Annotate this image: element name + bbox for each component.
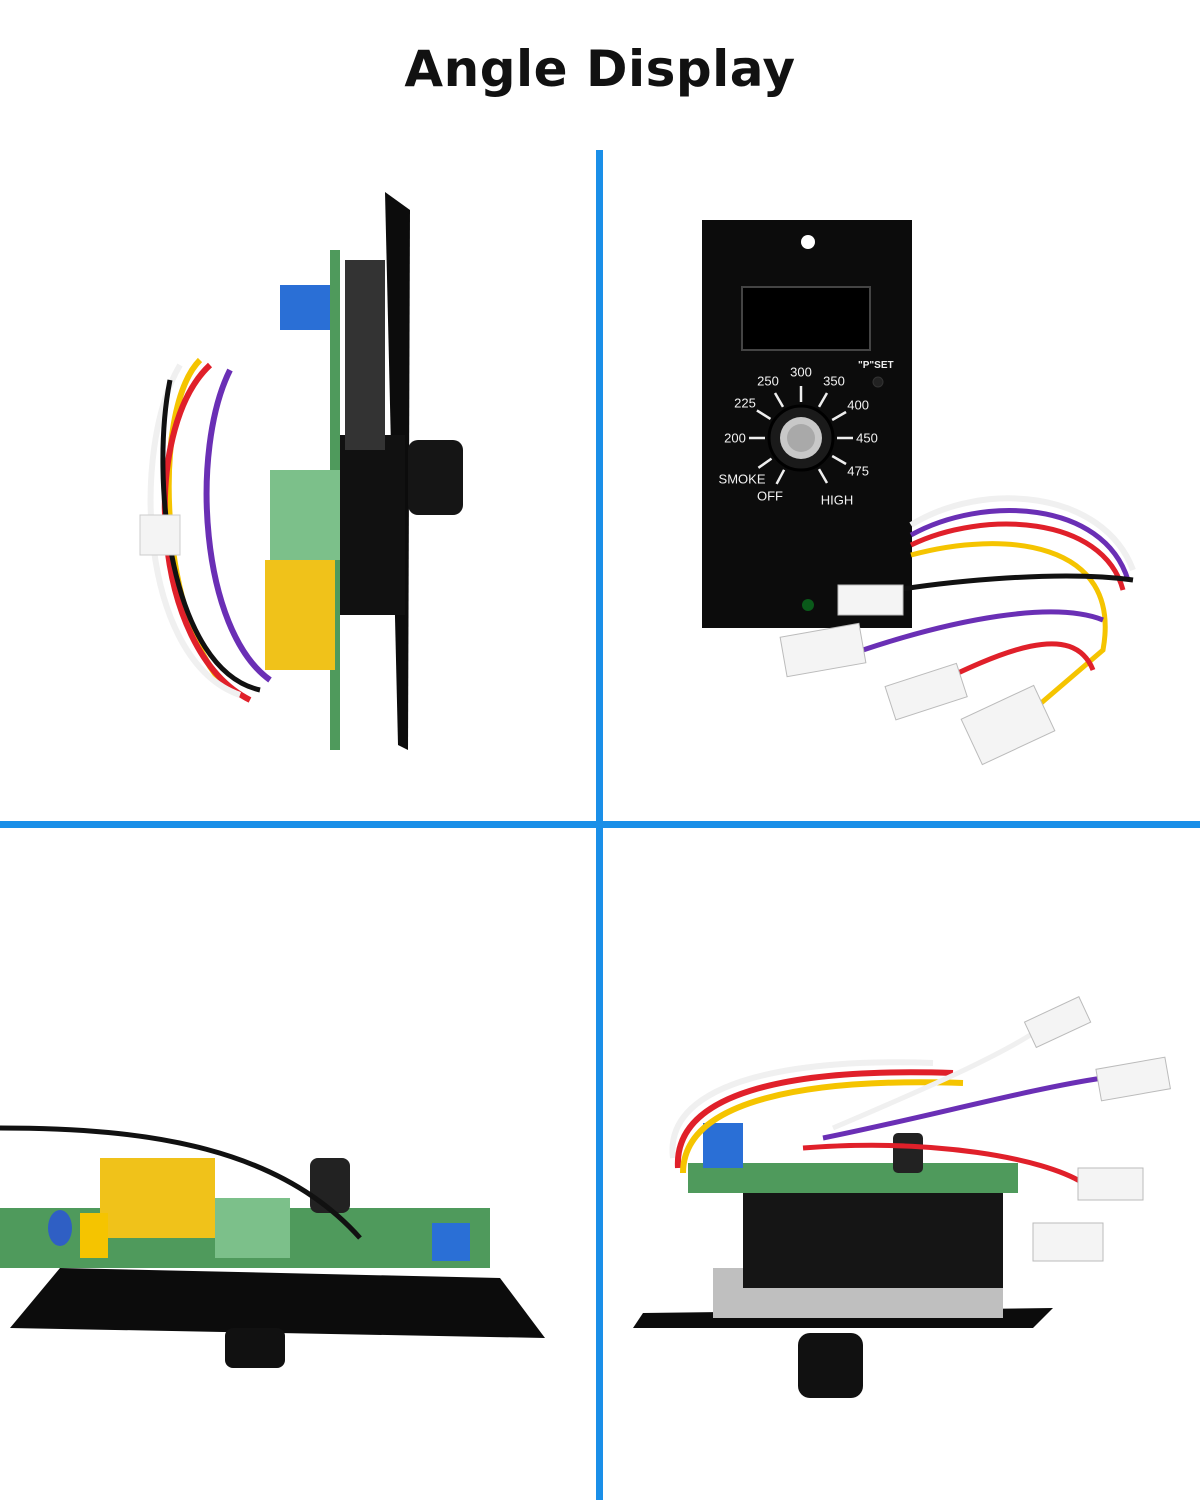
dial-ticks (749, 386, 853, 485)
dial-label: 400 (847, 397, 870, 413)
dial-tick (757, 457, 773, 469)
dial-label: SMOKE (718, 471, 766, 487)
dial-label: 225 (734, 395, 756, 411)
dial-tick (817, 392, 829, 408)
dial-label: 250 (757, 373, 779, 389)
dial-label: OFF (757, 488, 783, 504)
horizontal-divider (0, 821, 1200, 828)
dial-tick (831, 410, 847, 422)
dial-tick (773, 392, 785, 408)
back-angle-view-photo (603, 828, 1200, 1500)
dial-tick (817, 468, 829, 484)
dial-label: HIGH (820, 492, 854, 508)
dial-tick (756, 409, 772, 420)
dial-label: 450 (856, 430, 878, 446)
pset-label: "P"SET (858, 360, 894, 371)
dial-label: 300 (790, 364, 812, 380)
page-title: Angle Display (404, 40, 796, 98)
dial-tick (775, 469, 786, 485)
dial-tick (831, 454, 847, 466)
dial-label: 475 (847, 463, 870, 479)
side-view-photo (0, 150, 596, 821)
dial-label: 200 (724, 430, 746, 446)
dial-label: 350 (823, 373, 845, 389)
bottom-view-photo (0, 828, 596, 1500)
